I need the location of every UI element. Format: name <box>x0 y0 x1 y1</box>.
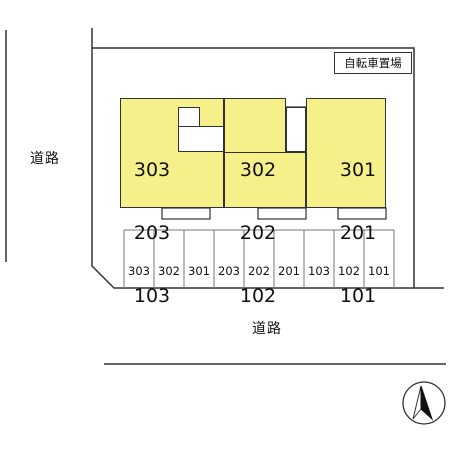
building-west-annex <box>178 107 200 127</box>
building-center-annex <box>286 107 306 152</box>
unit-label: 303 <box>133 159 171 181</box>
unit-label: 103 <box>133 285 171 307</box>
building-west-units: 303 203 103 <box>128 118 176 349</box>
building-east-units: 301 201 101 <box>334 118 382 349</box>
bike-parking-label: 自転車置場 <box>334 52 412 74</box>
unit-label: 202 <box>239 222 277 244</box>
parking-slot-label: 301 <box>188 264 210 278</box>
parking-slot-label: 201 <box>278 264 300 278</box>
building-center-units: 302 202 102 <box>234 118 282 349</box>
parking-area <box>123 229 395 288</box>
parking-slot-label: 101 <box>368 264 390 278</box>
building-center-body <box>224 152 306 208</box>
south-road-label: 道路 <box>252 321 282 337</box>
building-west-notch <box>178 98 224 107</box>
west-road-label: 道路 <box>30 151 60 167</box>
unit-label: 301 <box>339 159 377 181</box>
building-west <box>120 98 224 208</box>
unit-label: 302 <box>239 159 277 181</box>
parking-slot-label: 203 <box>218 264 240 278</box>
building-west-annex-lower <box>178 126 224 152</box>
parking-slot-label: 202 <box>248 264 270 278</box>
parking-slot-label: 302 <box>158 264 180 278</box>
parking-slot-label: 102 <box>338 264 360 278</box>
north-arrow-icon <box>402 381 446 425</box>
building-east <box>306 98 386 208</box>
parking-slot-label: 103 <box>308 264 330 278</box>
unit-label: 102 <box>239 285 277 307</box>
parking-slot-label: 303 <box>128 264 150 278</box>
unit-label: 203 <box>133 222 171 244</box>
site-boundary <box>91 28 444 289</box>
unit-label: 101 <box>339 285 377 307</box>
unit-label: 201 <box>339 222 377 244</box>
